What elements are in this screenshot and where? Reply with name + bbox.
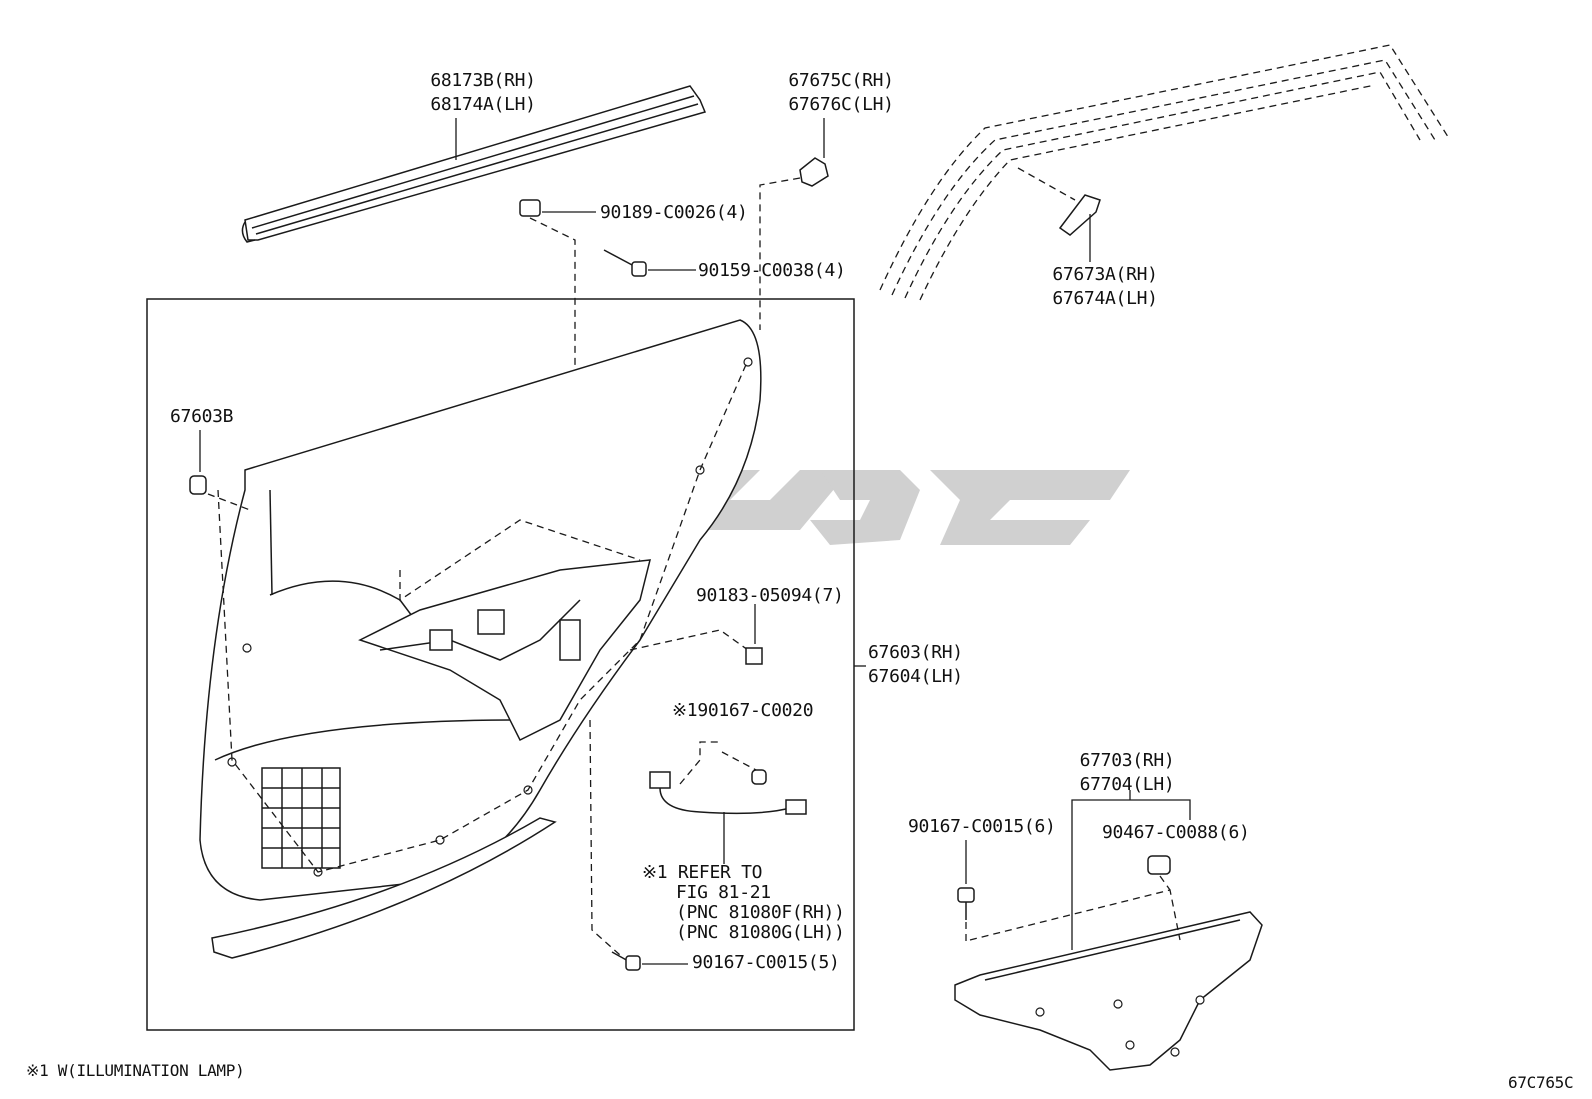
armrest-label-rh: 67703(RH) (1079, 750, 1175, 771)
nut-90183-part (745, 604, 763, 665)
glass-run-label-rh: 68173B(RH) (430, 70, 536, 91)
clip-67603b-part (189, 430, 251, 511)
screw-90167-c0015-6-label: 90167-C0015(6) (908, 816, 1056, 837)
refer-note-line2: FIG 81-21 (676, 882, 771, 903)
screw-90167-c0015-5-part (589, 719, 688, 971)
nut-90183-label: 90183-05094(7) (696, 585, 844, 606)
illumination-lamp-part (649, 741, 807, 864)
screw-90159-label: 90159-C0038(4) (698, 260, 846, 281)
door-trim-label-rh: 67603(RH) (868, 642, 963, 663)
corner-piece-label-lh: 67674A(LH) (1052, 288, 1158, 309)
door-trim-label-lh: 67604(LH) (868, 666, 963, 687)
clip-67603b-label: 67603B (170, 406, 234, 427)
figure-code: 67C765C (1508, 1073, 1574, 1092)
screw-90167-c0015-5-label: 90167-C0015(5) (692, 952, 840, 973)
lower-trim-strip-part (211, 817, 557, 959)
stopper-label-rh: 67675C(RH) (788, 70, 894, 91)
door-frame-outline (879, 44, 1451, 301)
refer-note-line4: (PNC 81080G(LH)) (676, 922, 845, 943)
screw-90159-part (603, 249, 696, 277)
door-trim-frame-box (146, 298, 855, 1031)
inner-bracket-part (358, 559, 651, 742)
clip-90467-label: 90467-C0088(6) (1102, 822, 1250, 843)
screw-90167-c0015-6-part (957, 840, 975, 945)
refer-note-line1: ※1 REFER TO (642, 862, 763, 883)
clip-90189-label: 90189-C0026(4) (600, 202, 748, 223)
stopper-part (759, 118, 829, 330)
refer-note-line3: (PNC 81080F(RH)) (676, 902, 845, 923)
armrest-label-lh: 67704(LH) (1079, 774, 1175, 795)
corner-piece-label-rh: 67673A(RH) (1052, 264, 1158, 285)
glass-run-label-lh: 68174A(LH) (430, 94, 536, 115)
glass-run-strip-part (241, 85, 707, 243)
screw-90167-c0020-part (721, 751, 767, 785)
footnote: ※1 W(ILLUMINATION LAMP) (26, 1061, 245, 1080)
screw-90167-c0020-label: ※190167-C0020 (672, 700, 814, 721)
stopper-label-lh: 67676C(LH) (788, 94, 894, 115)
clip-90467-part (1147, 855, 1171, 891)
